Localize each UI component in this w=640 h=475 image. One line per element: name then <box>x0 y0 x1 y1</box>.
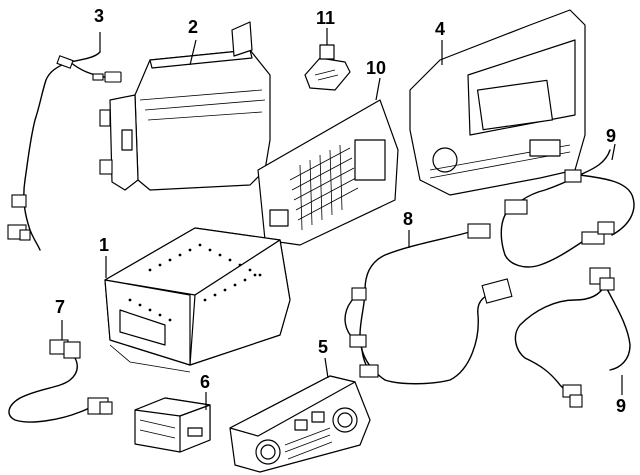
callout-7: 7 <box>55 297 65 317</box>
part-10-amplifier <box>257 99 399 246</box>
part-9-wire-harness-upper <box>500 149 635 268</box>
callout-11: 11 <box>316 8 335 28</box>
part-11-switch <box>304 44 351 91</box>
part-7-wire-harness <box>8 339 113 423</box>
callout-3: 3 <box>94 6 104 26</box>
callout-4: 4 <box>435 19 445 39</box>
part-1-radio-receiver <box>104 227 291 373</box>
callout-9-lower: 9 <box>616 396 626 416</box>
part-6-usb-module <box>134 397 211 453</box>
callout-2: 2 <box>188 17 198 37</box>
callout-6: 6 <box>200 372 210 392</box>
part-3-wire-harness <box>7 51 122 251</box>
part-9-wire-harness-lower <box>514 267 631 408</box>
part-8-wire-harness <box>344 223 513 385</box>
callout-8: 8 <box>403 209 413 229</box>
part-4-bezel <box>409 9 586 196</box>
callout-5: 5 <box>318 337 328 357</box>
part-2-display <box>99 21 271 191</box>
callout-1: 1 <box>99 235 109 255</box>
callout-9-upper: 9 <box>606 126 616 146</box>
part-5-control-panel <box>229 375 371 473</box>
callout-10: 10 <box>366 58 386 78</box>
